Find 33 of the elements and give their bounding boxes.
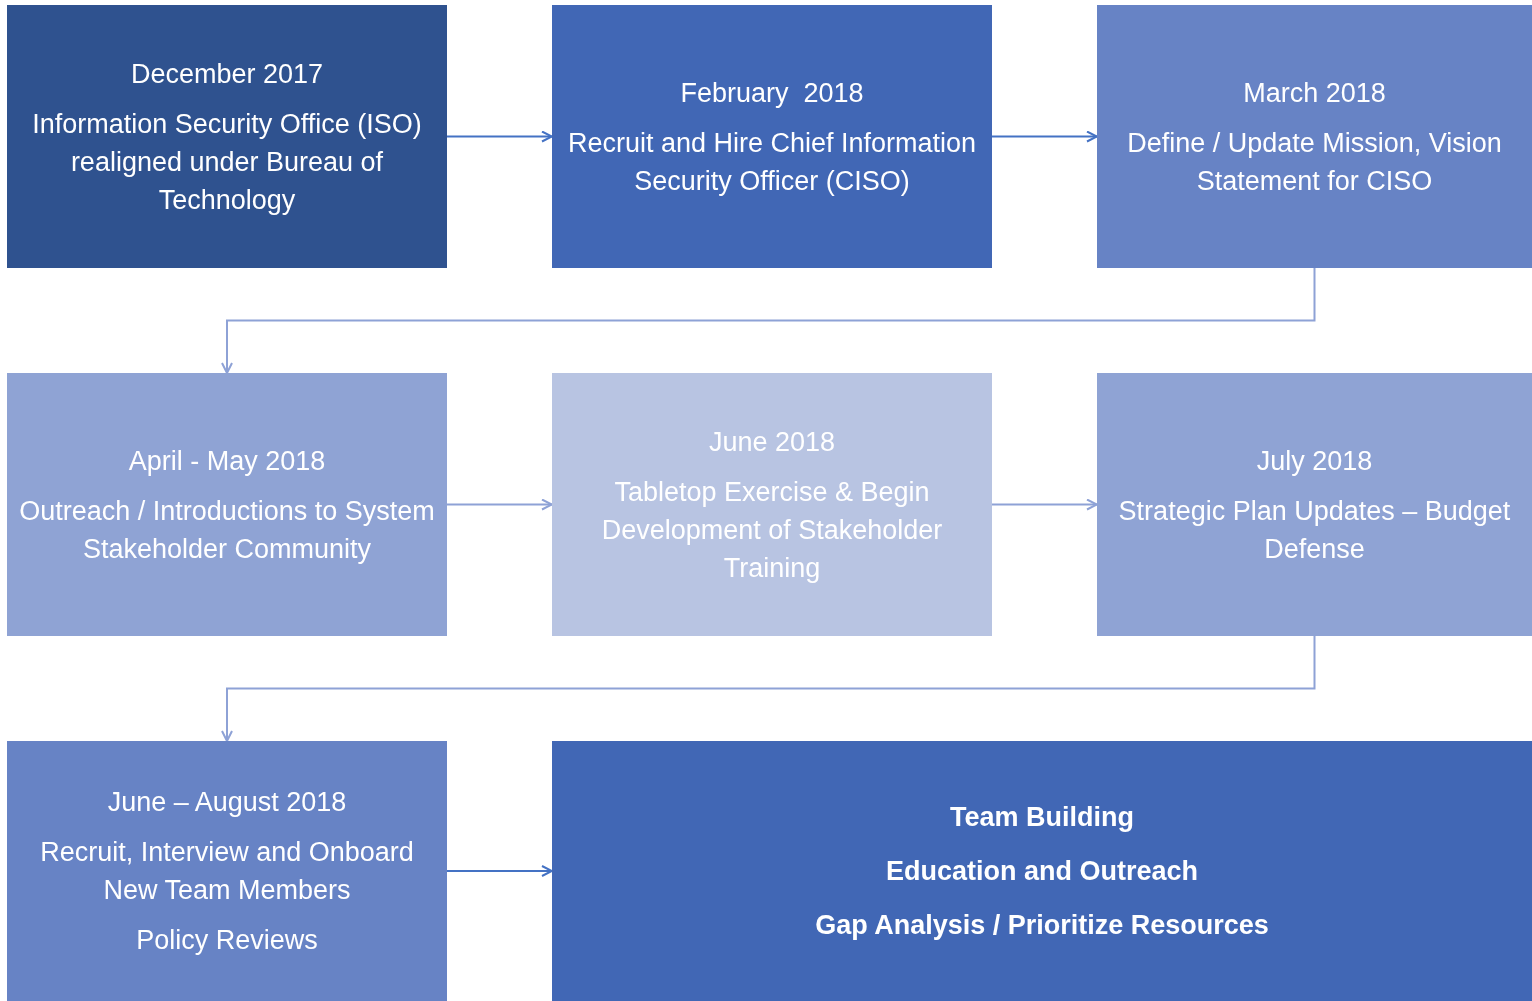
timeline-box <box>552 373 992 636</box>
milestone-text: Define / Update Mission, Vision Statement for CISO <box>1126 126 1503 198</box>
activity-text: Gap Analysis / Prioritize Resources <box>815 909 1269 942</box>
date-heading: March 2018 <box>1243 76 1386 110</box>
timeline-box <box>7 373 447 636</box>
milestone-text: Tabletop Exercise & Begin Development of Stakeholder Training <box>600 475 944 585</box>
timeline-box <box>1097 373 1532 636</box>
date-heading: December 2017 <box>130 57 324 91</box>
arrow <box>221 267 1316 374</box>
timeline-box <box>552 5 992 268</box>
arrow <box>991 130 1098 143</box>
activity-text: Education and Outreach <box>885 855 1198 888</box>
timeline-box <box>1097 5 1532 268</box>
date-heading: June 2018 <box>708 425 836 459</box>
arrow <box>221 635 1316 742</box>
milestone-text: Outreach / Introductions to System Stakeholder Community <box>18 494 436 566</box>
timeline-box <box>552 741 1532 1001</box>
timeline-box <box>7 5 447 268</box>
arrow <box>446 130 553 143</box>
date-heading: July 2018 <box>1256 444 1373 478</box>
timeline-box <box>7 741 447 1001</box>
activity-text: Team Building <box>950 801 1134 834</box>
milestone-text: Recruit, Interview and Onboard New Team Members <box>39 836 415 907</box>
date-heading: June – August 2018 <box>107 786 347 819</box>
milestone-text: Information Security Office (ISO) realigned under Bureau of Technology <box>31 107 423 217</box>
milestone-text: Recruit and Hire Chief Information Security Officer (CISO) <box>566 126 978 198</box>
arrow <box>446 498 553 511</box>
date-heading: April - May 2018 <box>128 444 326 478</box>
arrow <box>446 865 553 877</box>
milestone-text: Strategic Plan Updates – Budget Defense <box>1117 494 1512 566</box>
arrow <box>991 498 1098 511</box>
date-heading: February 2018 <box>680 76 864 110</box>
milestone-text: Policy Reviews <box>136 924 318 957</box>
